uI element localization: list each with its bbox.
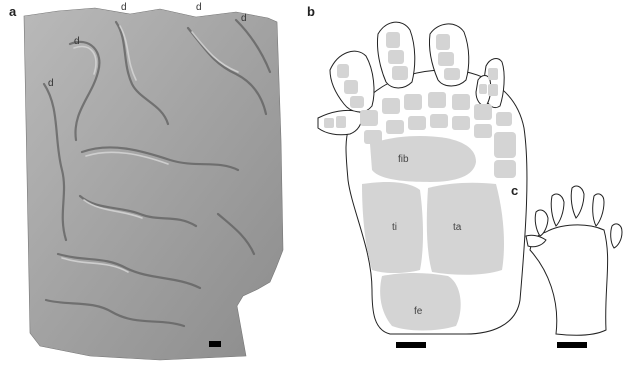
digit-label: d <box>121 2 127 13</box>
region-label-ti: ti <box>392 222 397 233</box>
digit-label: d <box>48 78 54 89</box>
digit-label: d <box>196 2 202 13</box>
region-label-fe: fe <box>414 306 422 317</box>
panel-c-label: c <box>511 183 518 198</box>
digit-label: d <box>74 36 80 47</box>
panel-c-drawing <box>526 186 622 348</box>
region-label-fib: fib <box>398 154 409 165</box>
digit-label: d <box>241 13 247 24</box>
panel-a-label: a <box>9 4 16 19</box>
panel-a-cast <box>24 8 283 360</box>
region-label-ta: ta <box>453 222 461 233</box>
panel-b-label: b <box>307 4 315 19</box>
panel-b-drawing <box>318 22 527 348</box>
